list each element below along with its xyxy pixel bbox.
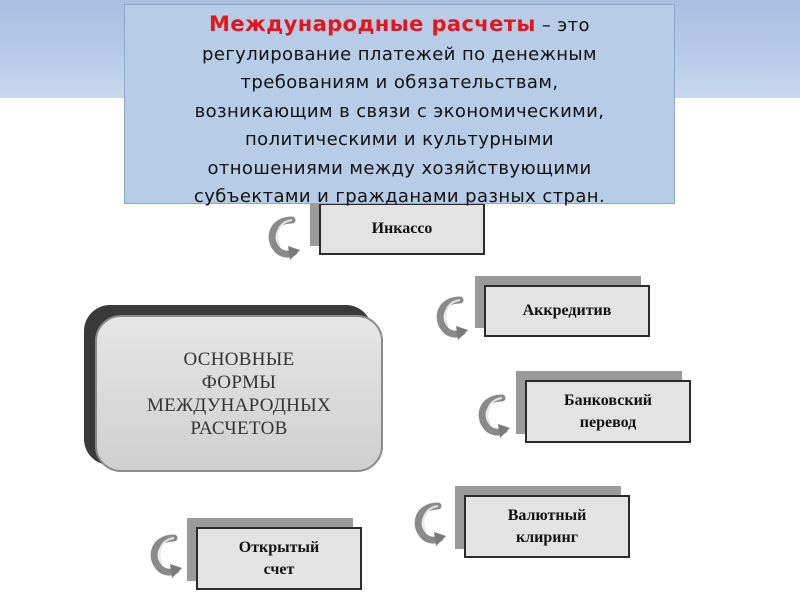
definition-line-2: регулирование платежей по денежным <box>202 43 597 65</box>
curved-arrow-icon <box>150 534 182 578</box>
center-line: МЕЖДУНАРОДНЫХ <box>146 394 332 416</box>
curved-arrow-icon <box>414 502 446 546</box>
form-label: Валютный <box>507 506 587 524</box>
definition-line-1: Международные расчеты – это <box>125 10 674 41</box>
definition-line-7: субъектами и гражданами разных стран. <box>193 186 606 207</box>
form-label: Аккредитив <box>522 302 612 319</box>
curved-arrow-icon <box>478 394 510 438</box>
form-label: перевод <box>579 413 637 431</box>
definition-box: Международные расчеты – это регулировани… <box>124 4 675 207</box>
form-box-currency-clearing: Валютный клиринг <box>464 495 630 558</box>
definition-line-3: требованиям и обязательствам, <box>240 72 559 93</box>
form-label: Открытый <box>238 538 320 556</box>
definition-term: Международные расчеты <box>209 12 536 36</box>
definition-line-4: возникающим в связи с экономическими, <box>194 100 605 122</box>
form-box-open-account: Открытый счет <box>196 527 362 590</box>
form-box-akkreditiv: Аккредитив <box>484 285 650 337</box>
definition-dash: – это <box>535 15 590 36</box>
definition-line-6: отношениями между хозяйствующими <box>207 157 592 179</box>
form-label: клиринг <box>515 528 578 546</box>
center-box: ОСНОВНЫЕ ФОРМЫ МЕЖДУНАРОДНЫХ РАСЧЕТОВ <box>95 315 383 472</box>
center-line: ФОРМЫ <box>201 371 277 393</box>
form-label: Банковский <box>564 391 652 409</box>
form-label: Инкассо <box>371 220 433 237</box>
form-box-bank-transfer: Банковский перевод <box>525 380 691 443</box>
definition-line-5: политическими и культурными <box>244 129 555 150</box>
curved-arrow-icon <box>268 216 300 260</box>
center-line: РАСЧЕТОВ <box>190 417 288 439</box>
center-line: ОСНОВНЫЕ <box>183 348 295 370</box>
curved-arrow-icon <box>436 296 468 340</box>
form-label: счет <box>263 560 295 578</box>
form-box-inkasso: Инкассо <box>319 203 485 255</box>
